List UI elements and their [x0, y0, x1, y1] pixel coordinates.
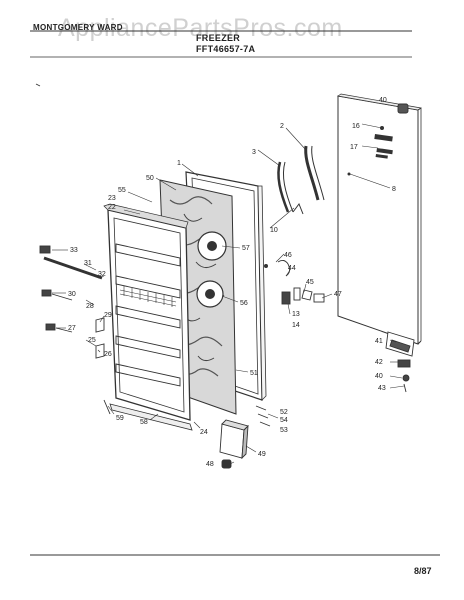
left-hardware	[39, 245, 105, 359]
callout-24: 24	[200, 429, 208, 436]
callout-41: 41	[375, 338, 383, 345]
callout-48: 48	[206, 461, 214, 468]
callout-33: 33	[70, 247, 78, 254]
callout-10: 10	[270, 227, 278, 234]
mid-right-hardware	[277, 259, 325, 305]
callout-13: 13	[292, 311, 300, 318]
callout-51: 51	[250, 370, 258, 377]
callout-40-bottom: 40	[375, 373, 383, 380]
callout-49: 49	[258, 451, 266, 458]
callout-54: 54	[280, 417, 288, 424]
door-shelves	[115, 243, 181, 387]
callout-26: 26	[104, 351, 112, 358]
callout-30: 30	[68, 291, 76, 298]
callout-8: 8	[392, 186, 396, 193]
inner-door-liner	[103, 203, 193, 431]
diagram-title: FREEZER	[196, 33, 241, 43]
bottom-hardware	[103, 399, 271, 469]
callout-42: 42	[375, 359, 383, 366]
callout-40-top: 40	[379, 97, 387, 104]
callout-1: 1	[177, 160, 181, 167]
callout-17: 17	[350, 144, 358, 151]
callout-53: 53	[280, 427, 288, 434]
callout-58: 58	[140, 419, 148, 426]
callout-27: 27	[68, 325, 76, 332]
callout-14: 14	[292, 322, 300, 329]
door-handle	[277, 145, 325, 215]
callout-3: 3	[252, 149, 256, 156]
callout-52: 52	[280, 409, 288, 416]
callout-57: 57	[242, 245, 250, 252]
callout-47: 47	[334, 291, 342, 298]
brand-label: MONTGOMERY WARD	[33, 23, 123, 32]
outer-door-panel	[337, 93, 422, 345]
callout-46: 46	[284, 252, 292, 259]
model-number: FFT46657-7A	[196, 44, 256, 54]
callout-56: 56	[240, 300, 248, 307]
callout-labels: 40 2 16 17 3 8 1 50 55 23 22 10 57 33 31…	[68, 97, 396, 468]
callout-29: 29	[104, 312, 112, 319]
callout-25: 25	[88, 337, 96, 344]
callout-55: 55	[118, 187, 126, 194]
callout-28: 28	[86, 303, 94, 310]
revision-date: 8/87	[414, 566, 432, 576]
callout-44: 44	[288, 265, 296, 272]
callout-32: 32	[98, 271, 106, 278]
lower-right-hardware	[385, 103, 415, 393]
callout-22: 22	[108, 204, 116, 211]
callout-2: 2	[280, 123, 284, 130]
callout-59: 59	[116, 415, 124, 422]
leader-lines	[52, 123, 405, 465]
callout-23: 23	[108, 195, 116, 202]
callout-16: 16	[352, 123, 360, 130]
callout-45: 45	[306, 279, 314, 286]
callout-50: 50	[146, 175, 154, 182]
callout-31: 31	[84, 260, 92, 267]
callout-43: 43	[378, 385, 386, 392]
watermark: AppliancePartsPros.com	[58, 14, 343, 42]
wire-rack	[119, 286, 177, 307]
